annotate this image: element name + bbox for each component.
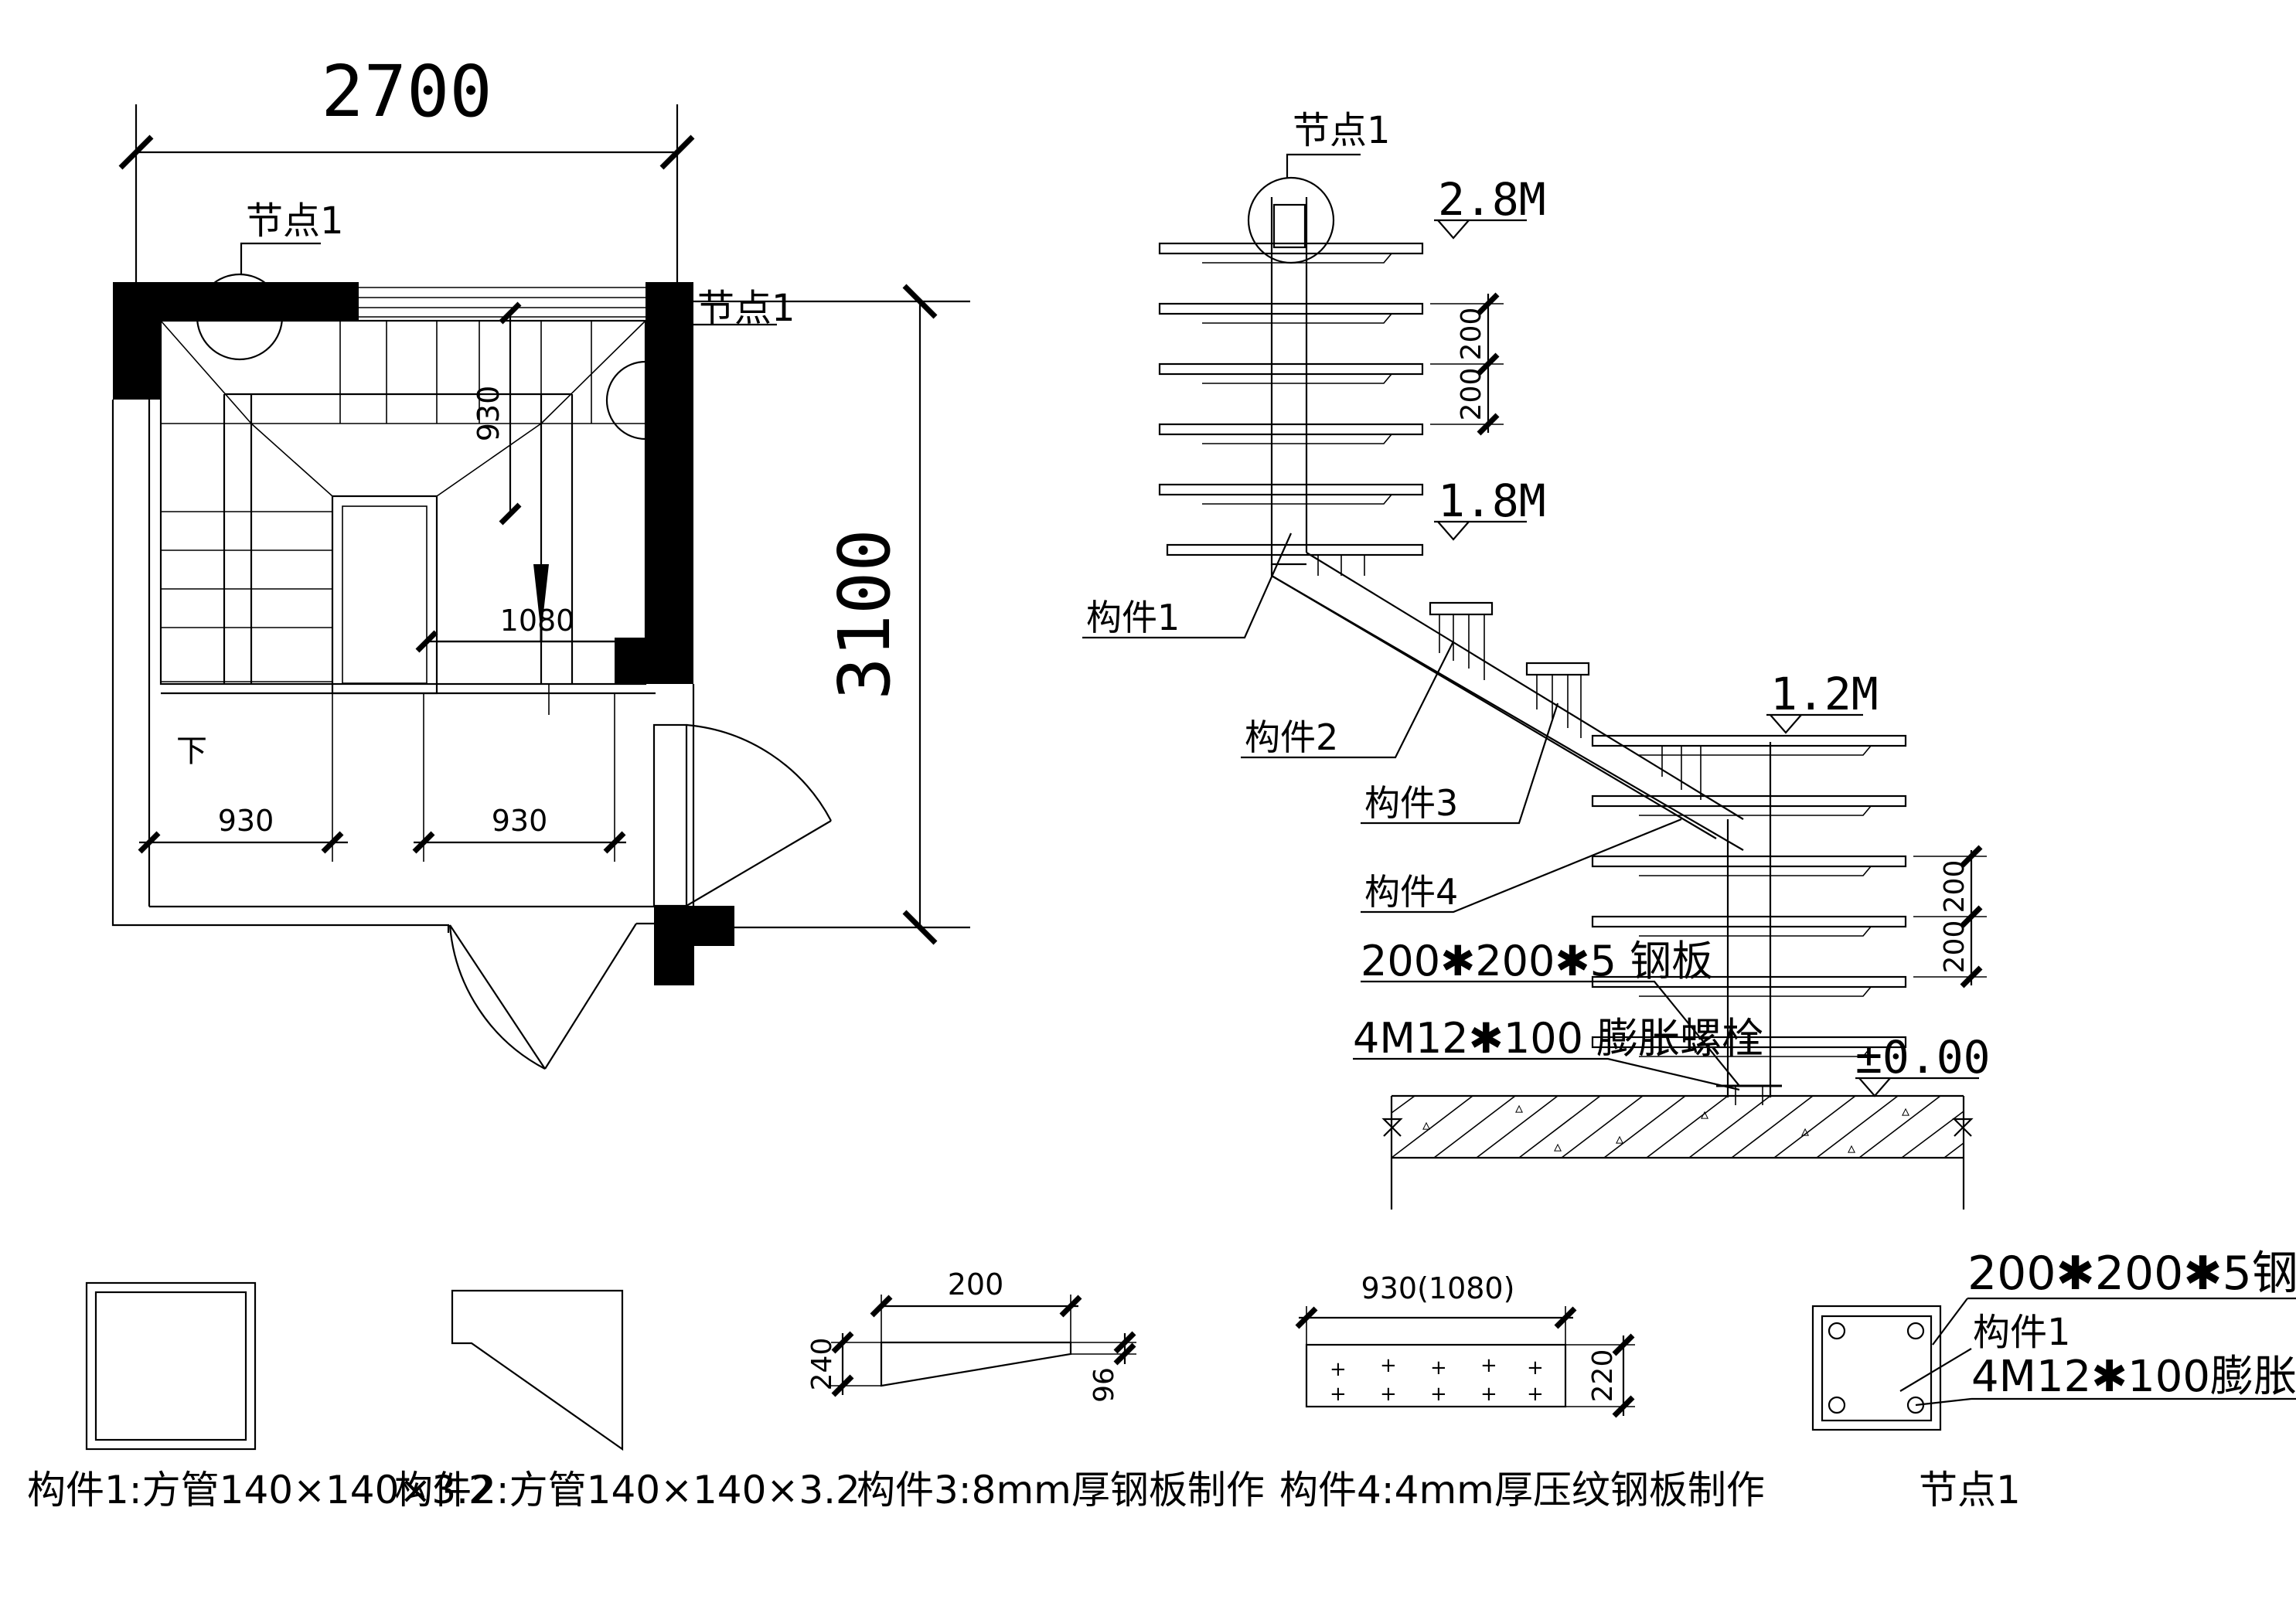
svg-text:+: + xyxy=(1480,1354,1497,1377)
svg-text:1080: 1080 xyxy=(500,604,575,638)
svg-text:200: 200 xyxy=(948,1267,1004,1301)
svg-text:200: 200 xyxy=(1939,860,1971,914)
svg-text:▵: ▵ xyxy=(1616,1129,1623,1148)
svg-text:±0.00: ±0.00 xyxy=(1855,1031,1991,1084)
member1-label: 构件1 xyxy=(1086,597,1180,638)
svg-text:+: + xyxy=(1380,1354,1397,1377)
svg-text:▵: ▵ xyxy=(1422,1115,1430,1134)
svg-text:▵: ▵ xyxy=(1902,1101,1909,1120)
plan-walls xyxy=(111,282,734,985)
flight-width-dimension: 930 xyxy=(472,301,522,526)
concrete-slab: ▵ ▵ ▵ ▵ ▵ ▵ ▵ ▵ xyxy=(1381,1084,1974,1210)
svg-text:2.8M: 2.8M xyxy=(1438,173,1546,226)
detail-member1: 构件1:方管140×140×3.2 xyxy=(27,1281,493,1512)
svg-text:构件1: 构件1 xyxy=(1973,1311,2071,1354)
level-2-8m: 2.8M xyxy=(1434,173,1546,240)
svg-text:构件4:4mm厚压纹钢板制作: 构件4:4mm厚压纹钢板制作 xyxy=(1279,1468,1765,1512)
stair-direction-arrow xyxy=(533,564,549,641)
svg-text:220: 220 xyxy=(1587,1349,1619,1403)
plan-doors xyxy=(448,723,832,1070)
svg-text:构件1:方管140×140×3.2: 构件1:方管140×140×3.2 xyxy=(27,1468,493,1512)
node-top-label: 节点1 xyxy=(246,199,344,243)
lower-treads xyxy=(1591,734,1907,1057)
upper-post xyxy=(1270,197,1308,566)
member-labels: 构件1 构件2 构件3 构件4 200✱200✱5 钢板 4M12✱100 膨胀… xyxy=(1082,532,1763,1091)
svg-text:+: + xyxy=(1430,1356,1447,1380)
stair-treads xyxy=(159,319,656,715)
depth-dimension: 3100 xyxy=(680,284,970,945)
svg-text:+: + xyxy=(1330,1383,1347,1406)
node-right-label: 节点1 xyxy=(697,287,795,330)
upper-riser-dimension: 200 200 xyxy=(1430,292,1504,436)
svg-text:930: 930 xyxy=(472,386,506,442)
node-top-leader xyxy=(240,242,321,274)
svg-text:构件3:8mm厚钢板制作: 构件3:8mm厚钢板制作 xyxy=(857,1468,1265,1512)
node-circle-right xyxy=(605,360,646,441)
level-1-2m: 1.2M xyxy=(1766,668,1879,734)
svg-text:▵: ▵ xyxy=(1801,1121,1809,1140)
member4-label: 构件4 xyxy=(1364,871,1458,913)
elevation-node-circle xyxy=(1247,176,1335,264)
svg-text:200: 200 xyxy=(1456,368,1487,421)
svg-text:1.2M: 1.2M xyxy=(1770,668,1879,720)
svg-text:▵: ▵ xyxy=(1554,1137,1562,1155)
svg-text:+: + xyxy=(1527,1383,1544,1406)
landing-width-dimension: 1080 xyxy=(415,604,649,653)
width-dimension: 2700 xyxy=(118,50,695,282)
bolts-label: 4M12✱100 膨胀螺栓 xyxy=(1353,1014,1763,1063)
window xyxy=(359,287,646,318)
svg-text:+: + xyxy=(1480,1383,1497,1406)
width-label: 2700 xyxy=(321,50,492,133)
elevation-view: 节点1 2.8M xyxy=(1082,109,1991,1210)
elevation-node-label: 节点1 xyxy=(1293,109,1391,152)
svg-text:+: + xyxy=(1430,1383,1447,1406)
svg-text:240: 240 xyxy=(806,1338,838,1391)
svg-text:▵: ▵ xyxy=(1848,1138,1855,1157)
svg-text:▵: ▵ xyxy=(1701,1104,1708,1123)
member3-label: 构件3 xyxy=(1364,782,1458,824)
plan-view: 2700 3100 xyxy=(111,50,970,1070)
steel-plate-label: 200✱200✱5 钢板 xyxy=(1361,937,1713,985)
detail-member3: 200 240 96 构件3:8mm厚钢板制作 xyxy=(806,1267,1265,1512)
svg-text:节点1: 节点1 xyxy=(1919,1468,2021,1512)
detail-member4: + + + + + + + + + + 930(1080) 220 构件4:4m… xyxy=(1279,1271,1765,1512)
svg-text:200✱200✱5钢板: 200✱200✱5钢板 xyxy=(1967,1247,2296,1301)
svg-text:930: 930 xyxy=(492,804,548,838)
lower-riser-dimension: 200 200 xyxy=(1913,845,1987,988)
svg-text:▵: ▵ xyxy=(1515,1098,1523,1117)
svg-text:200: 200 xyxy=(1939,920,1971,974)
node-circle-top xyxy=(196,273,284,361)
svg-text:930(1080): 930(1080) xyxy=(1361,1271,1515,1305)
down-label: 下 xyxy=(176,733,207,769)
level-1-8m: 1.8M xyxy=(1434,475,1546,541)
elevation-node-leader xyxy=(1286,153,1361,178)
svg-text:200: 200 xyxy=(1456,308,1487,361)
svg-text:+: + xyxy=(1380,1383,1397,1406)
member2-label: 构件2 xyxy=(1245,716,1338,758)
detail-member2: 构件2:方管140×140×3.2 xyxy=(394,1289,860,1512)
svg-text:930: 930 xyxy=(218,804,274,838)
svg-text:1.8M: 1.8M xyxy=(1438,475,1546,527)
svg-text:构件2:方管140×140×3.2: 构件2:方管140×140×3.2 xyxy=(394,1468,860,1512)
svg-text:+: + xyxy=(1527,1356,1544,1380)
svg-text:96: 96 xyxy=(1088,1367,1120,1403)
stringer-treads xyxy=(1429,601,1590,738)
bottom-dimensions: 930 930 xyxy=(138,693,626,862)
depth-label: 3100 xyxy=(823,529,906,700)
level-zero: ±0.00 xyxy=(1855,1031,1991,1097)
svg-text:+: + xyxy=(1330,1358,1347,1381)
upper-treads xyxy=(1158,242,1424,576)
